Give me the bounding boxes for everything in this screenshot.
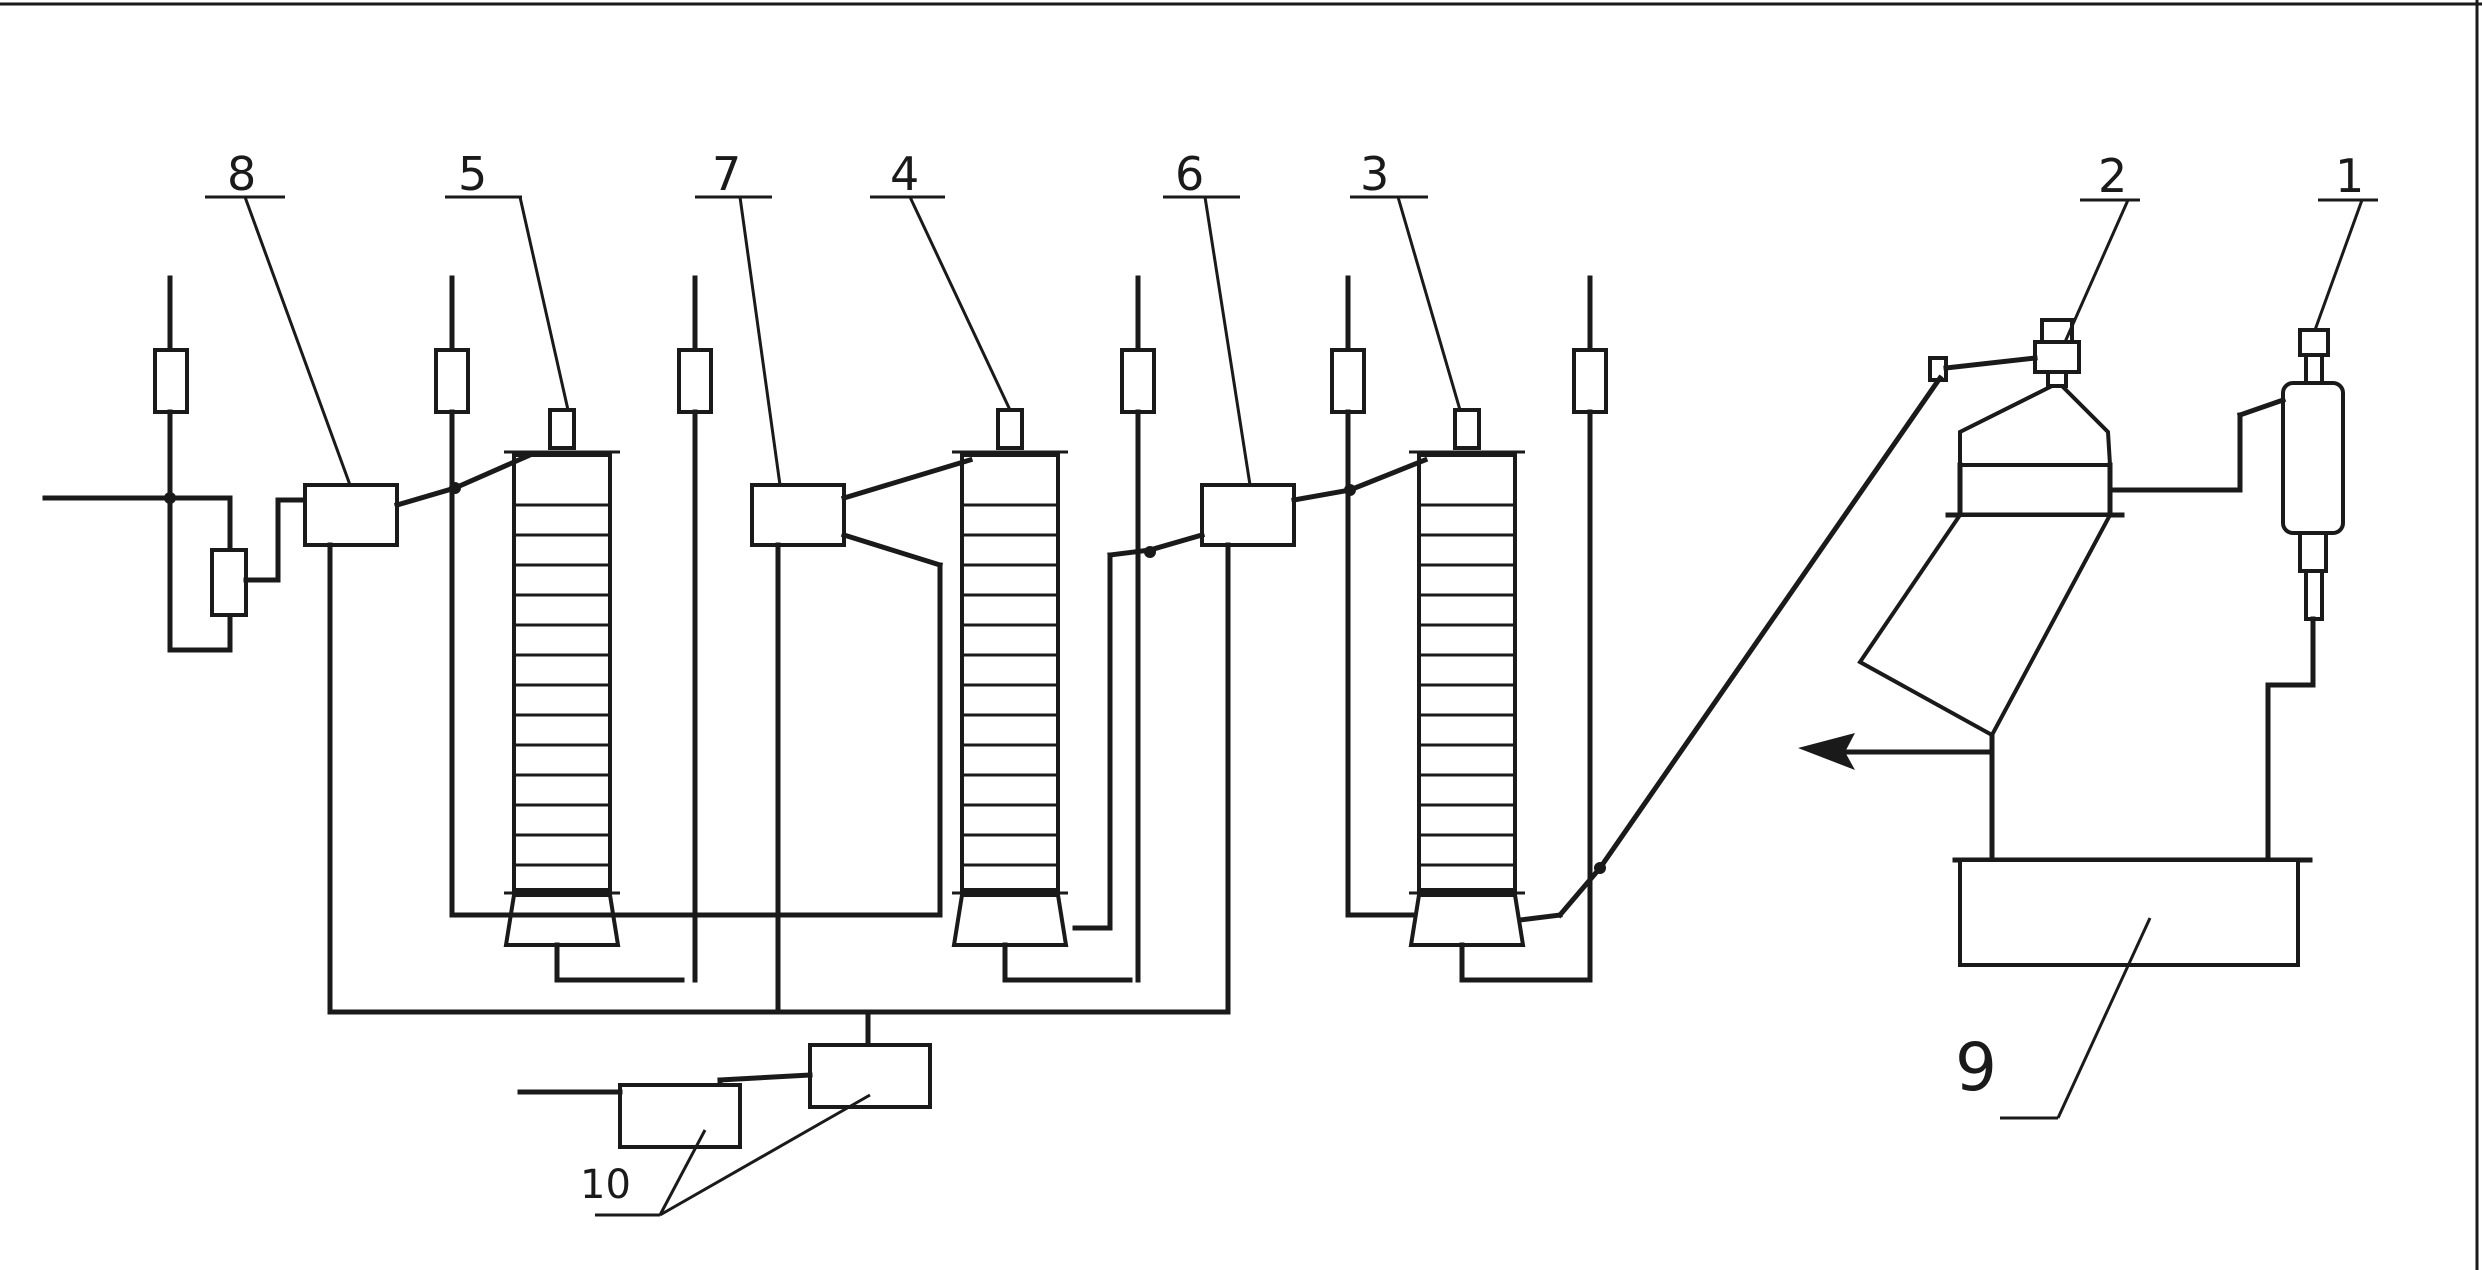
label-7-text: 7 — [712, 147, 741, 201]
column-3-body — [1417, 453, 1517, 892]
label-6-text: 6 — [1175, 147, 1204, 201]
device-1-body — [2281, 381, 2345, 535]
inclined-vessel — [1857, 513, 2114, 738]
column-3 — [1408, 408, 1590, 983]
tank-9 — [1958, 858, 2300, 967]
inlet-valve-box — [153, 348, 189, 414]
inlet-regulator — [42, 275, 308, 653]
column-3-feed — [1556, 864, 1604, 919]
label-4: 4 — [870, 147, 1012, 411]
label-8-text: 8 — [227, 147, 256, 201]
label-10-text: 10 — [580, 1162, 631, 1208]
column-4 — [951, 408, 1133, 983]
label-6: 6 — [1163, 147, 1252, 486]
unit-7 — [750, 456, 974, 1015]
label-7: 7 — [695, 147, 782, 486]
outlet-arrow — [1798, 733, 1855, 770]
unit-10b-box — [808, 1043, 932, 1109]
label-8: 8 — [205, 147, 352, 486]
label-3: 3 — [1350, 147, 1462, 411]
hood — [1958, 384, 2113, 467]
labels: 8 5 7 4 6 3 2 — [205, 147, 2378, 1217]
regulator-box — [210, 548, 248, 617]
instrument-stem-6 — [1572, 275, 1608, 983]
collector-bus — [327, 1009, 1231, 1149]
label-5: 5 — [445, 147, 570, 411]
column-4-base — [951, 893, 1069, 947]
column-5 — [503, 408, 685, 983]
label-1: 1 — [2313, 149, 2378, 331]
column-3-feed-end — [1517, 912, 1563, 923]
instrument-stem-3 — [677, 275, 713, 983]
label-5-text: 5 — [458, 147, 487, 201]
label-2: 2 — [2063, 149, 2140, 343]
instrument-stem-2 — [434, 275, 470, 918]
device-1-cap — [2298, 328, 2330, 357]
instrument-stem-4 — [1120, 275, 1156, 983]
column-4-body — [960, 453, 1060, 892]
unit-6-box — [1200, 483, 1296, 547]
unit-8 — [303, 451, 534, 1015]
unit-7-box — [750, 483, 846, 547]
label-3-text: 3 — [1360, 147, 1389, 201]
column-5-base — [503, 893, 621, 947]
unit-6 — [1072, 456, 1429, 1015]
reactor-assembly — [1596, 318, 2345, 967]
unit-8-box — [303, 483, 399, 547]
unit-10a-box — [618, 1083, 742, 1149]
instrument-stem-5 — [1330, 275, 1366, 918]
column-5-body — [512, 453, 612, 892]
label-2-text: 2 — [2098, 149, 2127, 203]
label-1-text: 1 — [2335, 149, 2364, 203]
label-10: 10 — [580, 1093, 871, 1217]
label-9: 9 — [1955, 917, 2152, 1120]
column-3-base — [1408, 893, 1526, 947]
columns-group — [164, 275, 1608, 983]
label-9-text: 9 — [1955, 1029, 1997, 1106]
label-4-text: 4 — [890, 147, 919, 201]
